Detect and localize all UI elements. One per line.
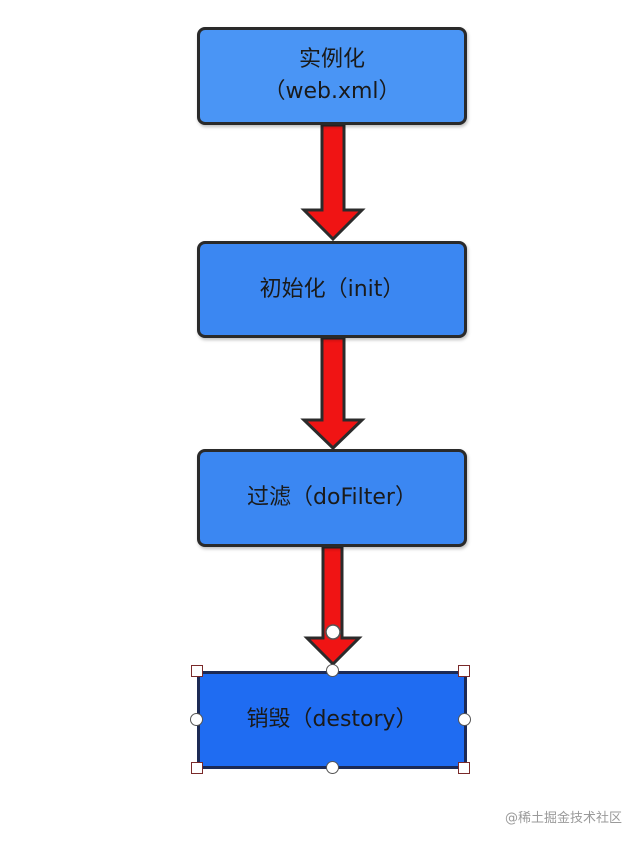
resize-handle-top-center[interactable] <box>326 664 339 677</box>
resize-handle-bottom-center[interactable] <box>326 761 339 774</box>
node-init[interactable]: 初始化（init） <box>197 241 467 338</box>
resize-handle-middle-left[interactable] <box>190 713 203 726</box>
connector-endpoint-handle[interactable] <box>325 624 341 640</box>
node-destroy-label: 销毁（destory） <box>246 707 418 732</box>
arrow-init-to-filter <box>300 336 366 451</box>
arrow-instantiate-to-init <box>300 123 366 242</box>
resize-handle-top-left[interactable] <box>191 665 203 677</box>
node-destroy-selected[interactable]: 销毁（destory） <box>197 671 467 769</box>
node-instantiate-subtitle: （web.xml） <box>263 79 401 104</box>
node-instantiate[interactable]: 实例化 （web.xml） <box>197 27 467 125</box>
resize-handle-bottom-left[interactable] <box>191 762 203 774</box>
watermark-text: @稀土掘金技术社区 <box>504 811 622 826</box>
arrow-filter-to-destroy[interactable] <box>303 545 363 667</box>
node-filter[interactable]: 过滤（doFilter） <box>197 449 467 547</box>
resize-handle-top-right[interactable] <box>458 665 470 677</box>
resize-handle-bottom-right[interactable] <box>458 762 470 774</box>
node-init-label: 初始化（init） <box>259 276 405 302</box>
resize-handle-middle-right[interactable] <box>458 713 471 726</box>
node-instantiate-title: 实例化 <box>298 47 365 72</box>
node-filter-label: 过滤（doFilter） <box>247 485 417 510</box>
